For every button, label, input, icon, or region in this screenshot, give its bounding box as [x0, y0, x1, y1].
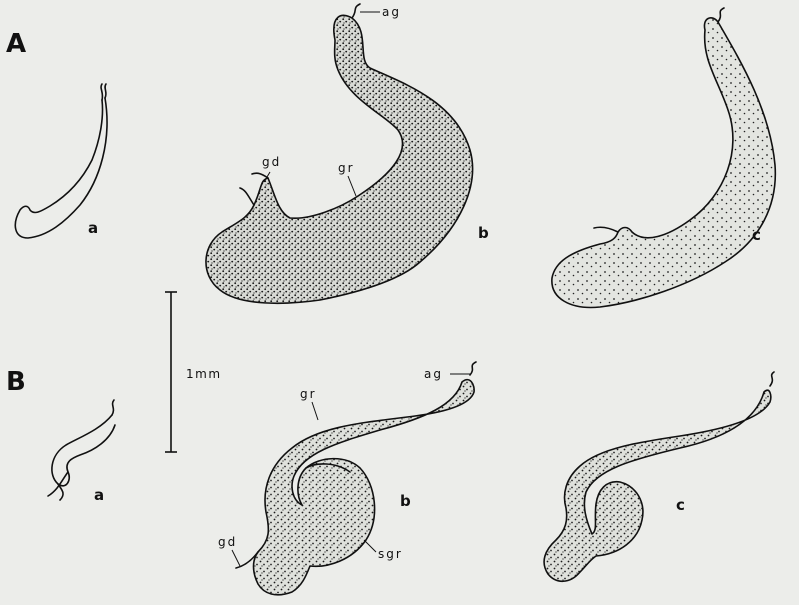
panel-label-a: A [6, 29, 26, 59]
gland-b-c-duct-tip [770, 372, 774, 386]
gland-a-c [552, 8, 775, 307]
stage-label-a-b: b [478, 224, 489, 242]
gland-a-b-duct-tip [352, 4, 360, 18]
scale-bar-group: 1mm [165, 292, 222, 452]
scale-label: 1mm [186, 367, 222, 381]
gland-b-b-duct-tip [470, 362, 476, 375]
gland-a-b-gd-duct-2 [252, 173, 268, 178]
gland-b-a [48, 400, 115, 500]
sgr-leader [364, 540, 376, 552]
gland-b-a-outline [52, 415, 115, 486]
gland-a-b [206, 4, 473, 303]
gland-a-c-side-duct [594, 227, 618, 232]
gr-leader-b [312, 402, 318, 420]
gland-b-b [236, 362, 476, 595]
gland-a-a-duct-tip-2 [101, 84, 102, 100]
gd-leader-b [232, 550, 240, 566]
stage-label-b-b: b [400, 492, 411, 510]
gland-a-b-gd-duct [240, 188, 254, 205]
panel-label-b: B [6, 367, 26, 397]
gland-a-c-body [552, 18, 775, 308]
stage-label-b-a: a [94, 486, 104, 504]
gland-a-a [15, 84, 107, 238]
label-gd-b: gd [218, 535, 237, 549]
label-sgr: sgr [378, 547, 403, 561]
stage-label-a-c: c [752, 226, 761, 244]
gland-b-b-body [254, 380, 475, 595]
gland-a-c-duct-tip [718, 8, 724, 22]
gland-a-a-duct-tip [105, 84, 106, 98]
label-gr-b: gr [300, 387, 317, 401]
label-ag-b: ag [424, 367, 443, 381]
gland-b-c [544, 372, 774, 581]
gr-leader-a [348, 176, 356, 196]
stage-label-b-c: c [676, 496, 685, 514]
label-gr-a: gr [338, 161, 355, 175]
gland-b-c-body [544, 390, 771, 581]
label-ag-a: ag [382, 5, 401, 19]
gland-a-a-outline [15, 98, 107, 238]
stage-label-a-a: a [88, 219, 98, 237]
gland-a-b-body [206, 15, 473, 303]
gland-b-a-duct-tip [112, 400, 114, 415]
label-gd-a: gd [262, 155, 281, 169]
